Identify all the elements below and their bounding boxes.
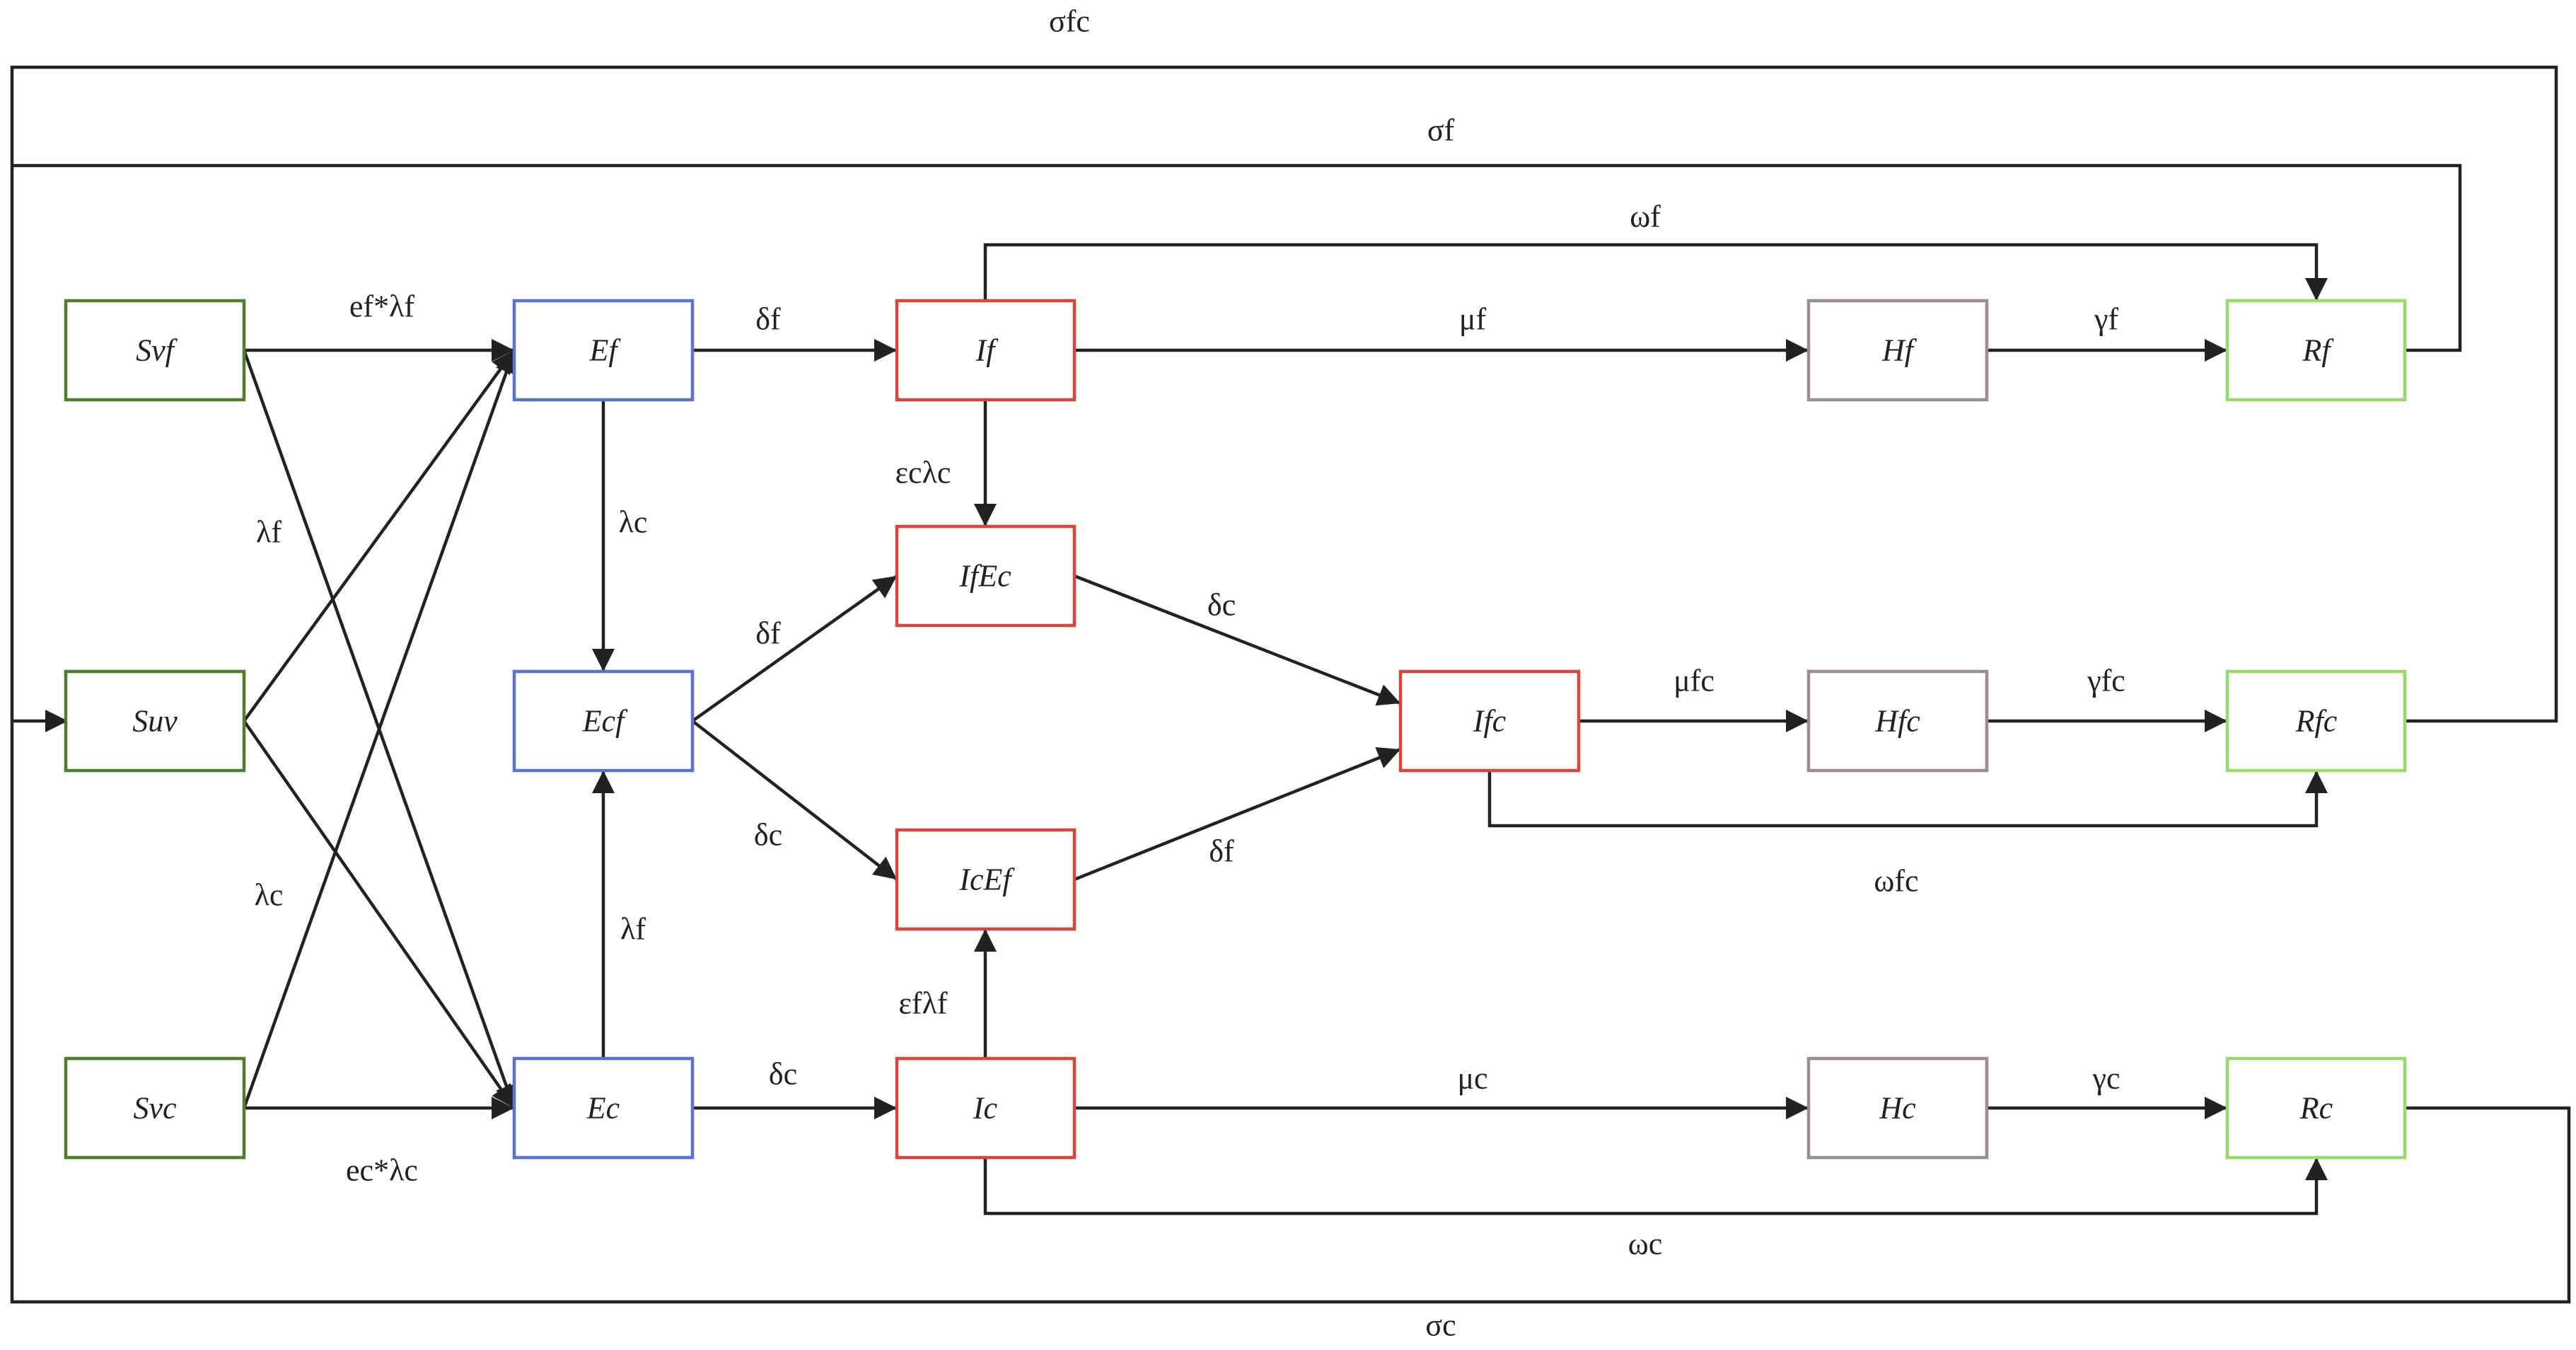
node-ic-label: Ic [973,1091,998,1126]
node-rc-label: Rc [2299,1091,2333,1126]
label-ifec-ifc: δc [1207,588,1236,623]
node-ec-label: Ec [586,1091,620,1126]
label-omega-c: ωc [1628,1227,1663,1262]
node-ef: Ef [512,299,695,402]
node-rfc: Rfc [2225,669,2407,773]
label-hc-rc: γc [2092,1061,2120,1096]
node-svf: Svf [64,299,246,402]
edge-sigma-c [10,721,2571,1304]
edge-icef-ifc [1074,747,1401,882]
node-hc-label: Hc [1879,1091,1916,1126]
edge-ecf-ifec [691,575,898,722]
label-ec-ecf: λf [620,912,646,947]
node-svc-box [64,1056,246,1160]
edge-sigma-f [12,163,2462,352]
label-ef-if: δf [755,302,781,337]
node-icef: IcEf [895,828,1077,931]
node-ic-box [895,1056,1077,1160]
node-hc-box [1806,1056,1989,1160]
label-if-ifec: εcλc [895,456,951,490]
edge-ecf-icef [691,720,898,881]
node-hfc-label: Hfc [1874,704,1920,739]
node-icef-box [895,828,1077,931]
node-if: If [895,299,1077,402]
label-ec-ic: δc [769,1057,797,1092]
node-hc: Hc [1806,1056,1989,1160]
node-ifc: Ifc [1398,669,1581,773]
label-lambda-f-left: λf [256,515,282,550]
node-rf: Rf [2225,299,2407,402]
label-svf-ef: ef*λf [349,289,415,324]
label-sigma-f: σf [1427,113,1455,148]
node-rfc-label: Rfc [2295,704,2338,739]
node-suv: Suv [64,669,246,773]
edge-svc-ef [242,350,518,1109]
node-svc: Svc [64,1056,246,1160]
node-hf-label: Hf [1881,333,1918,368]
node-ec-box [512,1056,695,1160]
label-svc-ec: ec*λc [346,1153,418,1188]
node-hf-box [1806,299,1989,402]
node-rfc-box [2225,669,2407,773]
label-omega-fc: ωfc [1874,864,1918,899]
edges [10,65,2571,1304]
node-rc: Rc [2225,1056,2407,1160]
node-hf: Hf [1806,299,1989,402]
node-svc-label: Svc [133,1091,177,1126]
node-ifec-label: IfEc [958,559,1011,594]
node-ecf-label: Ecf [582,704,628,739]
label-icef-ifc: δf [1209,834,1234,869]
node-suv-box [64,669,246,773]
label-omega-f: ωf [1630,200,1661,234]
edge-if-rf [983,243,2328,301]
node-ecf: Ecf [512,669,695,773]
node-ef-label: Ef [588,333,621,368]
node-hfc-box [1806,669,1989,773]
node-ifc-label: Ifc [1473,704,1507,739]
label-ic-hc: μc [1457,1061,1487,1096]
label-hf-rf: γf [2094,302,2118,337]
edge-sigma-fc [10,65,2558,723]
label-ifc-hfc: μfc [1673,664,1715,698]
node-ec: Ec [512,1056,695,1160]
node-suv-label: Suv [132,704,178,739]
label-ecf-icef: δc [754,818,782,853]
label-if-hf: μf [1459,302,1487,337]
node-ifc-box [1398,669,1581,773]
node-ecf-box [512,669,695,773]
edge-suv-ef [243,349,516,722]
node-svf-label: Svf [136,333,178,368]
node-ic: Ic [895,1056,1077,1160]
node-rf-label: Rf [2302,333,2334,368]
label-sigma-c: σc [1425,1308,1456,1343]
label-sigma-fc: σfc [1049,4,1090,39]
label-ic-icef: εfλf [898,986,947,1021]
label-ef-ecf: λc [619,505,648,540]
edge-labels: σfc σf σc ωf ωfc ωc ef*λf ec*λc λf λc λc… [255,4,2125,1343]
edge-ic-rc [983,1158,2328,1216]
node-ifec: IfEc [895,524,1077,628]
edge-ifec-ifc [1074,574,1401,706]
nodes: Svf Suv Svc Ef Ecf Ec If If [64,299,2407,1160]
node-icef-label: IcEf [958,862,1015,897]
node-ef-box [512,299,695,402]
label-lambda-c-left: λc [255,878,284,913]
node-svf-box [64,299,246,402]
edge-suv-ec [243,720,516,1109]
node-if-box [895,299,1077,402]
label-hfc-rfc: γfc [2087,664,2125,698]
label-ecf-ifec: δf [755,616,781,651]
node-ifec-box [895,524,1077,628]
node-rc-box [2225,1056,2407,1160]
node-hfc: Hfc [1806,669,1989,773]
edge-ifc-rfc [1487,771,2328,828]
node-rf-box [2225,299,2407,402]
